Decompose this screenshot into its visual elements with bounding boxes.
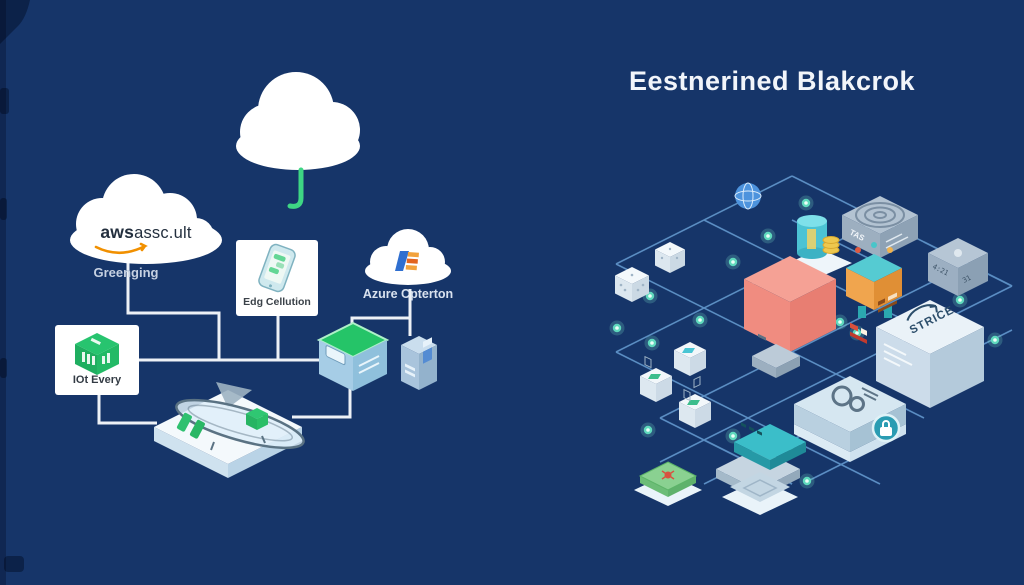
- smartphone-card: [236, 240, 318, 316]
- white-glyph-cube-icon: [674, 342, 706, 389]
- dice-cube-icon: [615, 267, 649, 302]
- lock-box-icon: [794, 376, 906, 462]
- coins-icon: [822, 236, 840, 254]
- strice-cube: STRICE: [876, 300, 984, 408]
- green-chip-icon: [634, 461, 702, 506]
- azure-cloud-icon: [365, 229, 451, 285]
- mining-rig-icon: [846, 242, 902, 344]
- edge-artifacts: [0, 0, 30, 572]
- azure-logo-icon: [395, 251, 419, 271]
- chip-icon: [722, 472, 798, 515]
- download-arrow-icon: [287, 167, 304, 209]
- cloud-icon: [236, 72, 360, 170]
- glass-boat-icon: [175, 382, 305, 451]
- green-cube-icon: [316, 321, 390, 391]
- maze-box-icon: TAS: [842, 196, 918, 258]
- aws-logo-text: awsassc.ult: [84, 222, 208, 243]
- meter-right-text: 31: [961, 274, 972, 285]
- server-icon: [401, 336, 437, 390]
- lock-badge-icon: [871, 413, 901, 443]
- database-cylinder-icon: [788, 215, 852, 277]
- green-mini-cube-icon: [246, 408, 268, 430]
- white-glyph-cube-icon: [640, 355, 672, 402]
- edge-shade: [0, 0, 6, 585]
- flat-server-icon: [752, 333, 800, 378]
- white-glyph-cube-icon: [679, 388, 711, 428]
- blockchain-cube: [744, 256, 836, 352]
- aws-cloud-label: Greenging: [93, 265, 159, 280]
- iot-card: [55, 325, 139, 395]
- green-bars-icon: [176, 412, 205, 439]
- aws-logo-bold: aws: [100, 222, 135, 242]
- connector-lines: [97, 260, 412, 425]
- meter-cube-icon: 4:21 31: [928, 238, 988, 296]
- title-text: Eestnerined Blakcrok: [628, 66, 916, 96]
- iot-card-label: IOt Every: [72, 374, 122, 386]
- edge-card-label: Edg Cellution: [243, 296, 311, 308]
- globe-icon: [734, 182, 762, 210]
- aws-logo-rest: assc.ult: [134, 224, 192, 242]
- aws-swoosh-icon: [94, 242, 148, 255]
- aws-cloud-icon: [70, 174, 222, 264]
- dice-cube-icon: [655, 242, 685, 273]
- iot-cube-icon: [75, 333, 119, 375]
- smartphone-icon: [258, 243, 296, 293]
- azure-cloud-label: Azure Cpterton: [362, 287, 454, 301]
